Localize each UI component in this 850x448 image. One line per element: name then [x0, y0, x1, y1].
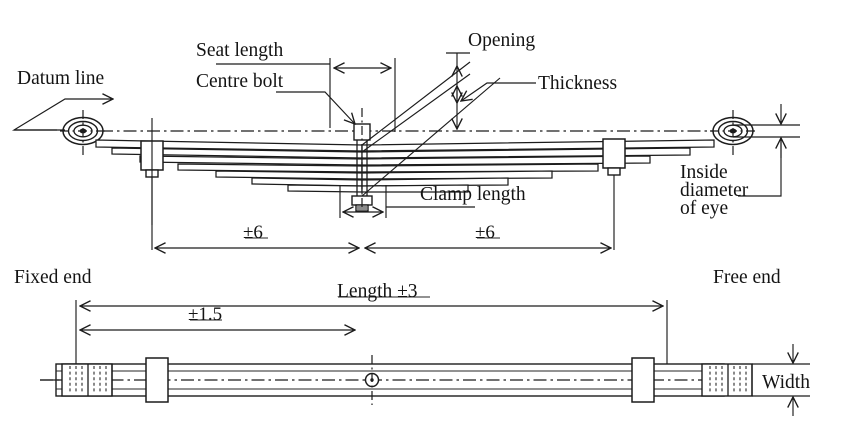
datum-line-callout — [11, 99, 113, 131]
thickness-dimension — [457, 82, 536, 103]
plan-right-clamp — [631, 357, 655, 403]
half-length-dimensions — [155, 237, 611, 248]
clamp-length-dimension — [339, 185, 475, 218]
overall-length-value: Length ±3 — [337, 281, 418, 302]
inside-diameter-label-line1: Inside — [680, 162, 728, 183]
left-eye — [60, 110, 106, 155]
width-label: Width — [762, 372, 810, 393]
seat-offset-value: ±1.5 — [188, 304, 222, 325]
half-length-right-value: ±6 — [475, 222, 495, 243]
seat-length-dimension — [216, 58, 396, 132]
clamp-length-label: Clamp length — [420, 184, 526, 205]
inside-diameter-label-line3: of eye — [680, 198, 728, 219]
right-eye — [710, 110, 756, 155]
seat-offset-dimension — [80, 319, 355, 330]
inside-diameter-label-line2: diameter — [680, 180, 749, 201]
left-clamp — [140, 118, 164, 250]
free-end-label: Free end — [713, 267, 781, 288]
width-dimension — [752, 344, 810, 416]
centre-bolt-label: Centre bolt — [196, 71, 284, 92]
plan-left-clamp — [145, 357, 169, 403]
half-length-left-value: ±6 — [243, 222, 263, 243]
plan-spring-body — [40, 355, 753, 405]
plan-right-eye — [701, 363, 753, 397]
fixed-end-label: Fixed end — [14, 267, 92, 288]
plan-view: Length ±3 ±1.5 — [40, 281, 810, 416]
inside-diameter-dimension — [733, 104, 800, 197]
plan-left-eye — [40, 363, 113, 397]
plan-centre-bolt — [364, 355, 380, 405]
thickness-label: Thickness — [538, 73, 617, 94]
right-clamp — [602, 138, 626, 250]
seat-length-label: Seat length — [196, 40, 283, 61]
datum-line-label: Datum line — [17, 68, 104, 89]
centre-bolt-callout — [276, 91, 355, 124]
side-elevation-view: Datum line Seat length Centre bolt — [11, 30, 800, 288]
opening-label: Opening — [468, 30, 535, 51]
